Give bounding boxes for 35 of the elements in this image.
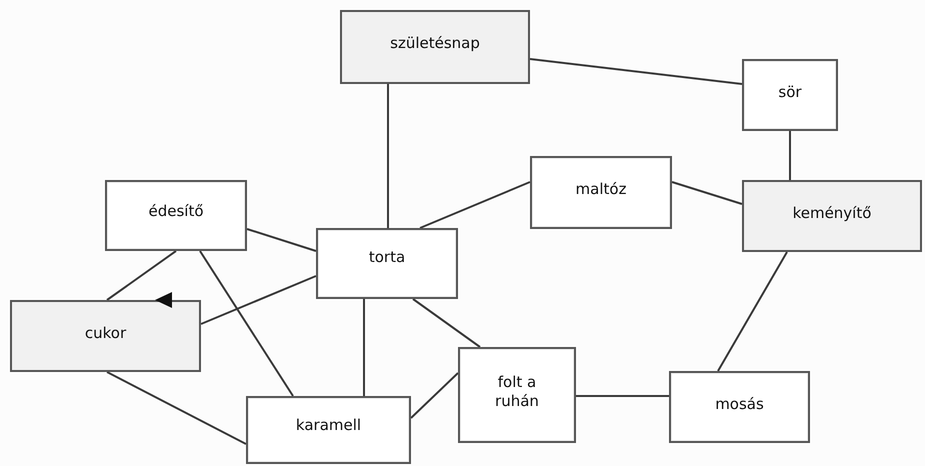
concept-box — [316, 228, 458, 299]
node-label: édesítő — [147, 202, 205, 221]
connector-line — [106, 250, 177, 301]
connector-line — [789, 131, 791, 180]
concept-box — [458, 347, 576, 443]
node-label: maltóz — [574, 180, 628, 199]
connector-line — [106, 371, 246, 445]
connector-line — [246, 228, 316, 252]
concept-box — [742, 59, 838, 131]
connector-line — [672, 181, 742, 205]
node-label: folt a ruhán — [494, 373, 540, 411]
concept-box — [10, 300, 201, 372]
connector-line — [199, 250, 294, 397]
concept-box — [742, 180, 922, 252]
connector-line — [387, 84, 389, 228]
concept-box — [340, 10, 530, 84]
node-label: születésnap — [389, 34, 481, 53]
concept-box — [105, 180, 247, 251]
connector-line — [363, 299, 365, 396]
concept-box — [530, 156, 672, 229]
connector-line — [717, 252, 788, 372]
connector-line — [200, 275, 316, 325]
node-label: torta — [368, 248, 406, 267]
connector-line — [576, 395, 669, 397]
concept-box — [669, 371, 810, 443]
node-label: cukor — [84, 324, 128, 343]
node-label: keményítő — [792, 204, 872, 223]
connector-line — [530, 58, 742, 85]
connector-line — [412, 298, 481, 348]
concept-box — [246, 396, 411, 464]
node-label: karamell — [294, 416, 362, 435]
node-label: mosás — [714, 395, 765, 414]
node-label: sör — [777, 83, 803, 102]
connector-line — [420, 181, 530, 229]
connector-line — [410, 372, 459, 419]
